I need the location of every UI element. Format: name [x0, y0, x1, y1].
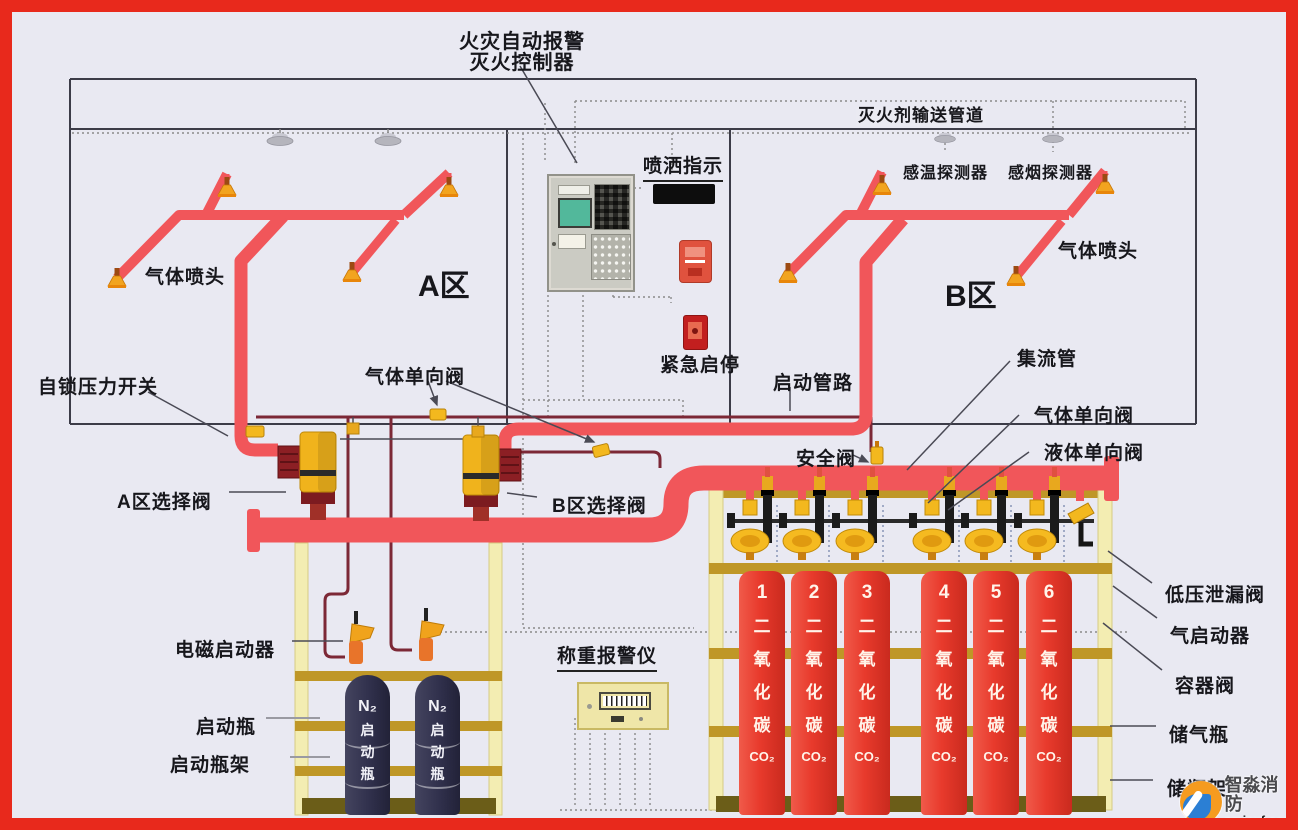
manifold-end-cap-left [247, 509, 260, 552]
bottle-band [415, 735, 460, 749]
gas-check-valve-shape-1 [429, 408, 447, 421]
start-pipeline-network [256, 415, 873, 659]
co2-label: CO₂ [854, 749, 880, 764]
label-gas-starter: 气启动器 [1170, 626, 1251, 647]
co2-cylinder-2: 2 二氧化碳 CO₂ [791, 571, 837, 815]
label-controller-line1: 火灾自动报警 [459, 31, 585, 53]
weighing-alarm-device [577, 682, 669, 730]
cylinder-number: 4 [938, 582, 950, 603]
label-solenoid-actuator: 电磁启动器 [175, 640, 276, 661]
label-heat-detector: 感温探测器 [903, 165, 989, 182]
cylinder-number: 6 [1043, 582, 1055, 603]
safety-valve-shape [870, 441, 884, 465]
label-smoke-detector: 感烟探测器 [1008, 165, 1094, 182]
cylinder-number: 3 [861, 582, 873, 603]
watermark: 智淼消防 zmjaxf.com [1180, 775, 1296, 828]
pressure-switch-shape [245, 425, 265, 438]
panel-screen [558, 198, 592, 228]
label-pressure-switch: 自锁压力开关 [38, 377, 159, 398]
ceiling-detectors [266, 129, 1064, 146]
weighing-dot [587, 704, 592, 709]
co2-cylinder-3: 3 二氧化碳 CO₂ [844, 571, 890, 815]
label-controller-line2: 灭火控制器 [469, 52, 575, 74]
label-zone-a: A区 [418, 270, 470, 303]
panel-hinge [552, 242, 556, 246]
red-piping [113, 167, 1109, 543]
label-gas-nozzle-a: 气体喷头 [145, 267, 226, 288]
label-start-pipeline: 启动管路 [773, 373, 854, 394]
emergency-start-stop-button [683, 315, 708, 350]
alarm-stripe [685, 260, 705, 263]
label-weighing-alarm: 称重报警仪 [557, 646, 658, 672]
emergency-button-dot [692, 328, 698, 334]
co2-cylinder-4: 4 二氧化碳 CO₂ [921, 571, 967, 815]
valve-pilot-links [340, 417, 479, 440]
co2-cylinder-6: 6 二氧化碳 CO₂ [1026, 571, 1072, 815]
label-spray-indicator: 喷洒指示 [643, 156, 724, 182]
watermark-logo-icon [1180, 780, 1222, 818]
spray-indicator-display [653, 184, 715, 204]
co2-cylinder-1: 1 二氧化碳 CO₂ [739, 571, 785, 815]
label-liquid-check-valve: 液体单向阀 [1044, 443, 1145, 464]
n2-start-bottle-2: N₂ 启 动 瓶 [415, 675, 460, 815]
label-fire-alarm-controller: 火灾自动报警 灭火控制器 [442, 32, 602, 74]
label-zone-b: B区 [945, 280, 997, 313]
label-start-bottle: 启动瓶 [196, 717, 257, 738]
sound-light-alarm [679, 240, 712, 283]
label-gas-check-valve-left: 气体单向阀 [365, 367, 466, 388]
cylinder-number: 5 [990, 582, 1002, 603]
label-safety-valve: 安全阀 [796, 449, 857, 470]
label-manifold: 集流管 [1017, 349, 1078, 370]
collecting-pipe-end-cap [1104, 456, 1119, 501]
weighing-display [599, 692, 651, 710]
weighing-button [611, 716, 624, 722]
cylinder-hardware [727, 467, 1061, 560]
co2-label: CO₂ [1036, 749, 1062, 764]
label-gas-nozzle-b: 气体喷头 [1058, 241, 1139, 262]
co2-cylinder-5: 5 二氧化碳 CO₂ [973, 571, 1019, 815]
start-bottle-rack-shape [294, 542, 503, 816]
co2-label: CO₂ [931, 749, 957, 764]
selector-valve-b-shape [462, 425, 522, 521]
label-storage-cylinder: 储气瓶 [1169, 725, 1230, 746]
low-pressure-leak-valve-shape [1067, 489, 1095, 547]
label-start-bottle-rack: 启动瓶架 [170, 755, 251, 776]
gas-check-valve-shape-2 [591, 443, 611, 458]
bottle-band [345, 735, 390, 749]
cylinder-number: 1 [756, 582, 768, 603]
selector-valve-a-shape [277, 422, 360, 520]
panel-indicator-grid [594, 184, 630, 230]
alarm-stripe [685, 247, 705, 257]
panel-keypad [591, 234, 631, 280]
co2-label: CO₂ [749, 749, 775, 764]
weighing-dot [639, 717, 643, 721]
label-low-pressure-leak-valve: 低压泄漏阀 [1165, 585, 1266, 606]
bottle-band [345, 775, 390, 789]
co2-label: CO₂ [801, 749, 827, 764]
cylinder-number: 2 [808, 582, 820, 603]
panel-printer-slot [558, 234, 586, 249]
label-selector-valve-a: A区选择阀 [117, 492, 212, 513]
leader-lines-gray [266, 717, 330, 758]
alarm-slot [688, 268, 702, 276]
fire-alarm-control-panel [547, 174, 635, 292]
panel-label-strip [558, 185, 590, 195]
label-agent-delivery-pipe: 灭火剂输送管道 [856, 106, 986, 126]
label-container-valve: 容器阀 [1175, 676, 1236, 697]
label-emergency-stop: 紧急启停 [660, 355, 741, 376]
n2-start-bottle-1: N₂ 启 动 瓶 [345, 675, 390, 815]
watermark-site: zmjaxf.com [1224, 812, 1296, 828]
label-gas-check-valve-right: 气体单向阀 [1034, 406, 1135, 427]
watermark-name: 智淼消防 [1224, 775, 1279, 814]
n2-bottle-valves [349, 608, 445, 664]
label-selector-valve-b: B区选择阀 [552, 496, 647, 517]
leader-lines [147, 65, 1163, 781]
co2-label: CO₂ [983, 749, 1009, 764]
bottle-band [415, 775, 460, 789]
